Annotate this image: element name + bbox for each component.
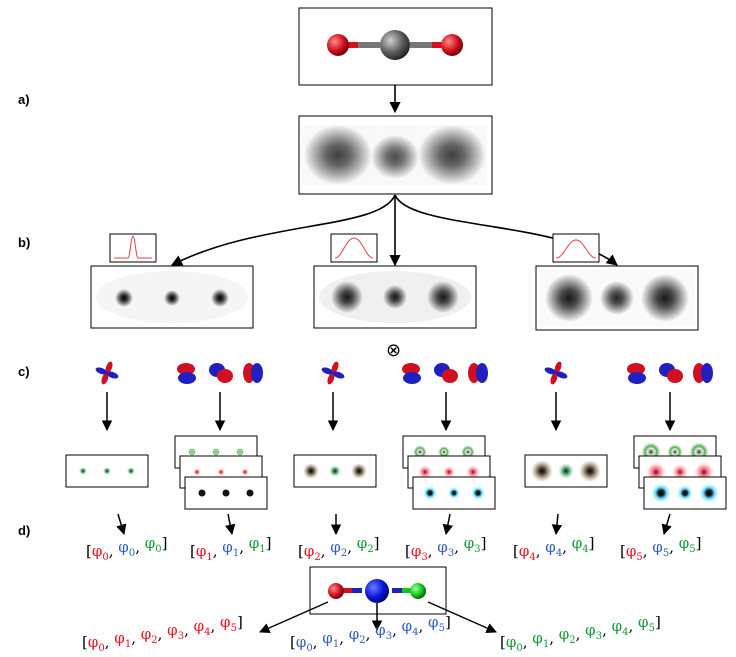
projection-arrows [101, 392, 676, 432]
co2-molecule-icon [327, 30, 463, 60]
orbital-p-icon [402, 363, 421, 384]
per-atom-arrows [259, 601, 497, 633]
gaussian-kernel-wide [552, 233, 600, 263]
orbital-p-icon [434, 363, 458, 383]
electron-density-box [298, 115, 493, 195]
gaussian-kernel-narrow [109, 233, 157, 263]
gaussian-kernel-medium [330, 233, 378, 263]
descriptor-vector-atom-oxygen: [φ0, φ1, φ2, φ3, φ4, φ5] [82, 613, 243, 654]
descriptor-vector-order-4: [φ4, φ4, φ4] [513, 534, 594, 563]
tensor-product-symbol: ⊗ [386, 340, 401, 361]
projected-density-5 [633, 435, 727, 510]
orbital-p-icon [659, 363, 683, 383]
orbital-p-set [402, 363, 488, 384]
projected-density-4 [524, 454, 608, 488]
orbital-s-icon [544, 361, 568, 385]
descriptor-vector-order-2: [φ2, φ2, φ2] [298, 534, 379, 563]
orbital-p-icon [243, 363, 263, 383]
panel-label-c: c) [18, 364, 30, 379]
orbital-p-icon [209, 363, 233, 383]
orbital-p-icon [177, 363, 196, 384]
smoothed-density-narrow [90, 265, 254, 329]
projected-density-2 [293, 454, 377, 488]
orbital-s-icon [95, 361, 119, 385]
projected-density-3 [402, 435, 496, 510]
orbital-p-icon [468, 363, 488, 383]
panel-label-a: a) [18, 92, 30, 107]
projected-density-0 [65, 454, 149, 488]
panel-label-d: d) [18, 523, 30, 538]
smoothed-density-wide [535, 265, 699, 331]
electron-density-icon [303, 125, 487, 185]
branch-arrows [171, 194, 618, 267]
vector-arrows [116, 513, 672, 536]
projected-density-1 [174, 435, 268, 510]
co2-molecule-box [298, 7, 493, 86]
descriptor-vector-order-3: [φ3, φ3, φ3] [405, 534, 486, 563]
orbital-p-icon [693, 363, 713, 383]
orbital-p-icon [627, 363, 646, 384]
orbital-p-set [627, 363, 713, 384]
descriptor-vectors-per-atom: [φ0, φ1, φ2, φ3, φ4, φ5] [φ0, φ1, φ2, φ3,… [82, 613, 661, 654]
orbital-s-icon [321, 361, 345, 385]
descriptor-vector-atom-oxygen-2: [φ0, φ1, φ2, φ3, φ4, φ5] [500, 613, 661, 654]
descriptor-vector-atom-carbon: [φ0, φ1, φ2, φ3, φ4, φ5] [290, 613, 451, 654]
smoothed-density-medium [313, 265, 477, 329]
descriptor-vectors-per-order: [φ0, φ0, φ0] [φ1, φ1, φ1] [φ2, φ2, φ2] [φ3,… [86, 534, 701, 563]
descriptor-vector-order-5: [φ5, φ5, φ5] [620, 534, 701, 563]
descriptor-vector-order-1: [φ1, φ1, φ1] [190, 534, 271, 563]
colored-molecule-box [309, 566, 447, 615]
orbital-p-set [177, 363, 263, 384]
descriptor-vector-order-0: [φ0, φ0, φ0] [86, 534, 167, 563]
colored-molecule-icon [328, 579, 426, 603]
panel-label-b: b) [18, 235, 30, 250]
